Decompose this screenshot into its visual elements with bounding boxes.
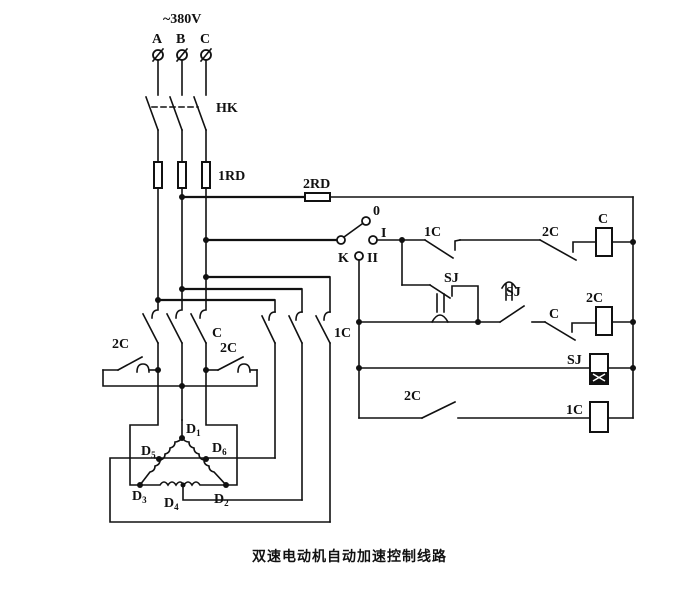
position-0-terminal [361, 216, 371, 226]
terminal-d1-label: D1 [186, 422, 201, 438]
main-fuses-label: 1RD [218, 169, 245, 184]
terminal-d4-label: D4 [164, 496, 179, 512]
power-2c-left-contact-label: 2C [112, 337, 129, 352]
phase-wires-top [157, 59, 207, 96]
terminal-d3-label: D3 [132, 489, 147, 505]
ctrl-c-contact-label: C [549, 307, 559, 322]
contactor-1c-poles [260, 311, 332, 523]
power-bus-taps [155, 274, 331, 313]
ii-bus [356, 259, 362, 419]
coil-c-label: C [598, 212, 608, 227]
sj-timer-branch [401, 239, 481, 325]
terminal-c-icon [199, 47, 213, 63]
ctrl-2c-bottom-contact-label: 2C [404, 389, 421, 404]
control-rung-1 [376, 227, 636, 262]
control-rung-2 [358, 281, 636, 342]
position-1-terminal [368, 235, 378, 245]
selector-switch-label: K [338, 251, 349, 266]
k-feed-wire [203, 237, 337, 243]
position-0-label: 0 [373, 204, 380, 219]
sj-nc-contact-label: SJ [444, 271, 459, 286]
phase-bus [157, 187, 207, 301]
power-c-contact-label: C [212, 326, 222, 341]
control-rung-3 [358, 353, 636, 385]
coil-sj-label: SJ [567, 353, 582, 368]
contactor-2c-shorting [102, 355, 258, 389]
ctrl-1c-contact-label: 1C [424, 225, 441, 240]
position-2-terminal [354, 251, 364, 261]
terminal-d5-label: D5 [141, 444, 156, 460]
phase-c-label: C [200, 32, 210, 47]
contactor-c-poles [141, 299, 208, 421]
selector-switch-k[interactable] [336, 216, 378, 261]
terminal-b-icon [175, 47, 189, 63]
phase-b-label: B [176, 32, 185, 47]
terminal-d6-label: D6 [212, 441, 227, 457]
terminal-a-icon [151, 47, 165, 63]
power-2c-right-contact-label: 2C [220, 341, 237, 356]
terminal-d2-label: D2 [214, 492, 229, 508]
knife-switch-label: HK [216, 101, 238, 116]
motor-delta-winding-icon [137, 435, 229, 488]
phase-a-label: A [152, 32, 163, 47]
motor-wiring [109, 371, 331, 523]
phase-wires-mid [157, 129, 207, 163]
coil-1c-label: 1C [566, 403, 583, 418]
coil-2c-label: 2C [586, 291, 603, 306]
power-1c-contact-label: 1C [334, 326, 351, 341]
control-fuse-label: 2RD [303, 177, 330, 192]
supply-terminals [151, 47, 213, 63]
position-1-label: I [381, 226, 386, 241]
control-supply-wire [179, 192, 634, 419]
sj-no-contact-label: SJ [506, 285, 521, 300]
position-2-label: II [367, 251, 378, 266]
knife-switch-hk [144, 95, 208, 132]
supply-voltage-label: ~380V [163, 12, 201, 27]
diagram-caption: 双速电动机自动加速控制线路 [252, 549, 447, 565]
control-rung-4 [358, 400, 634, 433]
main-fuses-1rd [153, 161, 211, 189]
ctrl-2c-top-contact-label: 2C [542, 225, 559, 240]
